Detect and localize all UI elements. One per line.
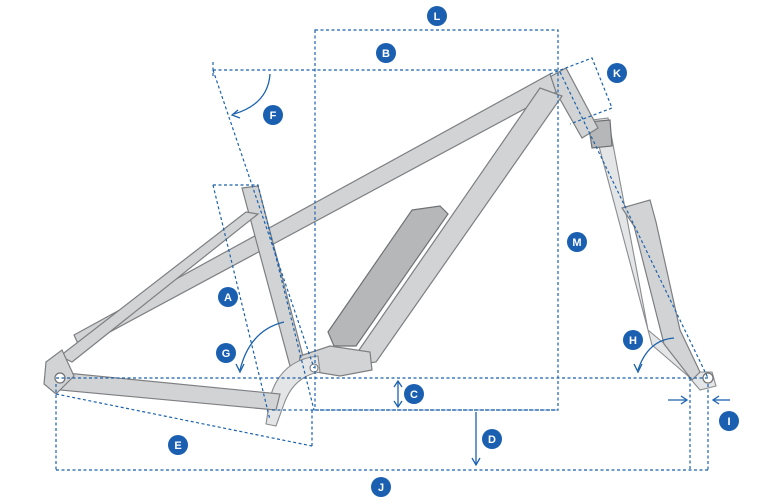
arrow-F-head bbox=[230, 109, 241, 119]
chain-guard bbox=[265, 355, 321, 427]
fork-lower-leg bbox=[621, 199, 701, 381]
badge-D: D bbox=[482, 429, 502, 449]
arrow-H-head bbox=[633, 363, 643, 374]
badge-K-label: K bbox=[613, 68, 621, 80]
badges: L B K F M A G H C D E I bbox=[168, 6, 739, 497]
badge-M: M bbox=[567, 232, 587, 252]
bike-frame bbox=[43, 67, 717, 427]
badge-C: C bbox=[404, 384, 424, 404]
arrow-C-head-bottom bbox=[393, 400, 403, 409]
badge-I-label: I bbox=[727, 416, 730, 428]
arrow-G bbox=[239, 321, 285, 371]
dim-F-line bbox=[212, 69, 315, 369]
badge-E: E bbox=[168, 435, 188, 455]
badge-F: F bbox=[263, 105, 283, 125]
badge-F-label: F bbox=[270, 110, 277, 122]
down-tube bbox=[346, 87, 563, 367]
badge-K: K bbox=[607, 63, 627, 83]
head-tube bbox=[547, 67, 599, 139]
dim-A-line bbox=[213, 184, 315, 411]
badge-M-label: M bbox=[572, 237, 581, 249]
badge-B: B bbox=[376, 43, 396, 63]
badge-A: A bbox=[218, 287, 238, 307]
badge-B-label: B bbox=[382, 48, 390, 60]
dim-L-box bbox=[314, 29, 559, 411]
arrow-D-head bbox=[471, 457, 481, 467]
dimension-arrows bbox=[230, 73, 730, 467]
badge-J-label: J bbox=[378, 482, 384, 494]
arrow-I-right-head bbox=[711, 395, 720, 405]
badge-L-label: L bbox=[434, 11, 441, 23]
badge-D-label: D bbox=[488, 434, 496, 446]
rear-dropout bbox=[43, 349, 75, 395]
arrow-I-left-head bbox=[680, 395, 689, 405]
badge-E-label: E bbox=[174, 440, 181, 452]
badge-G: G bbox=[216, 343, 236, 363]
seat-stay bbox=[58, 211, 260, 363]
dim-A-offset bbox=[212, 184, 271, 421]
badge-A-label: A bbox=[224, 292, 232, 304]
badge-G-label: G bbox=[222, 348, 231, 360]
arrow-G-head bbox=[235, 363, 245, 374]
badge-H-label: H bbox=[629, 335, 637, 347]
badge-L: L bbox=[427, 6, 447, 26]
badge-H: H bbox=[623, 330, 643, 350]
arrow-C-head-top bbox=[393, 379, 403, 388]
battery bbox=[327, 205, 449, 347]
arrow-F bbox=[233, 73, 271, 115]
dim-H-line bbox=[559, 71, 709, 379]
dim-K-box bbox=[549, 57, 613, 125]
rear-axle bbox=[54, 372, 66, 384]
arrow-H bbox=[637, 337, 675, 371]
badge-C-label: C bbox=[410, 389, 418, 401]
badge-I: I bbox=[719, 411, 739, 431]
dimension-lines bbox=[55, 29, 709, 471]
badge-J: J bbox=[371, 477, 391, 497]
